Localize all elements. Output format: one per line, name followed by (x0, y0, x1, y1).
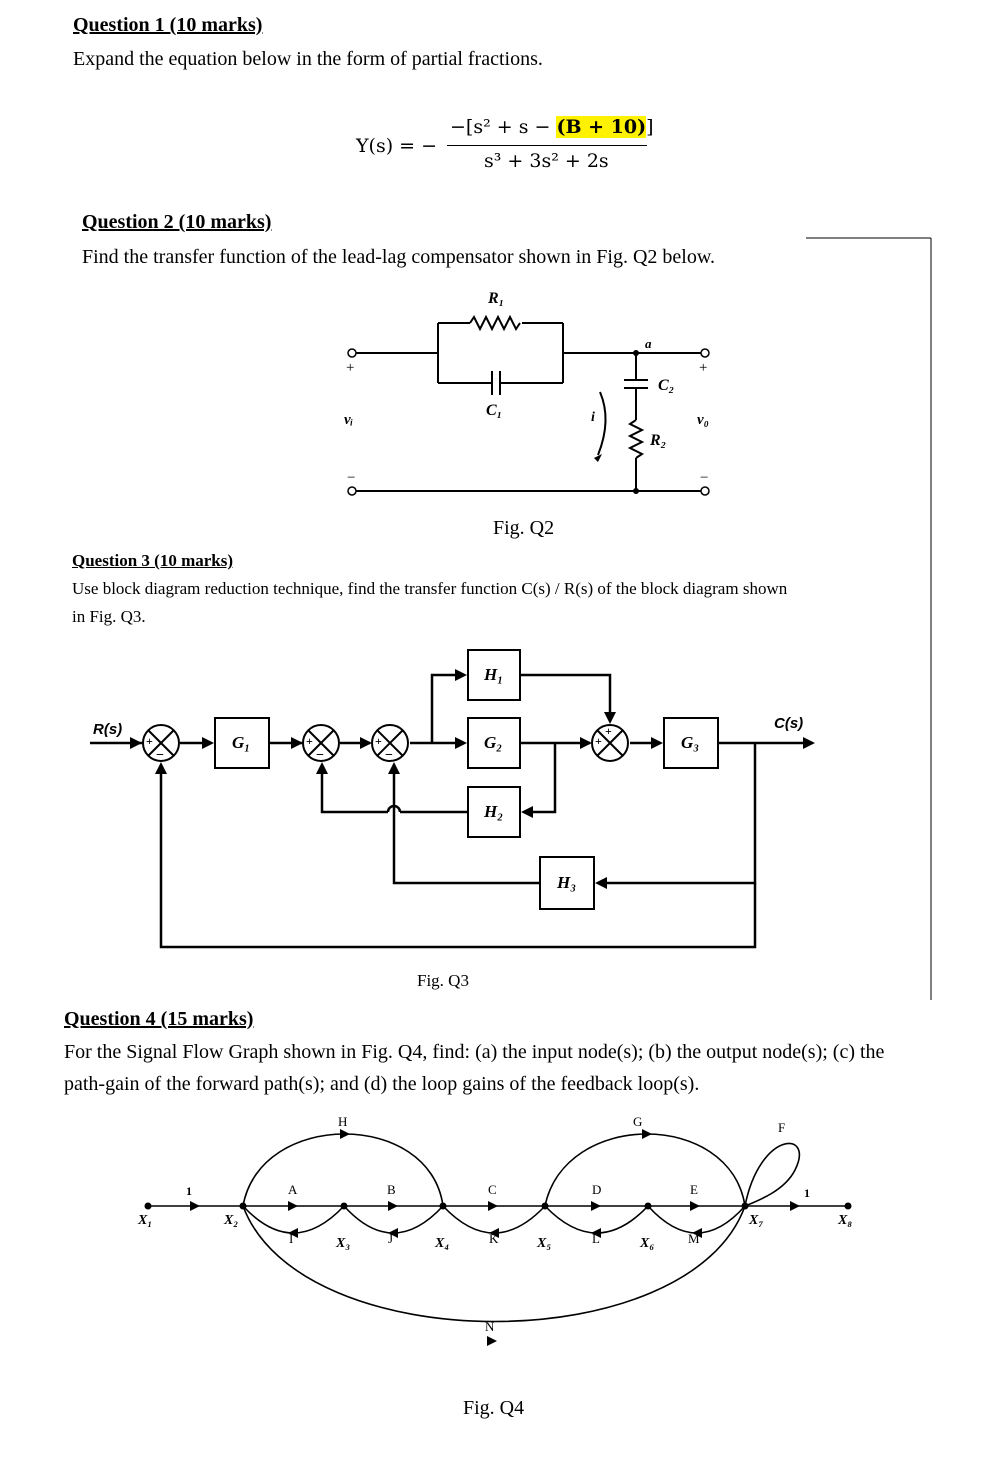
label-a: a (645, 336, 652, 351)
q3-title: Question 3 (10 marks) (72, 551, 234, 570)
eq-num-highlight: (B + 10) (556, 116, 647, 138)
gain-1-output: 1 (804, 1186, 810, 1200)
node-x5: X₅ (537, 1236, 552, 1251)
label-vo: v₀ (697, 412, 709, 428)
q4-title: Question 4 (15 marks) (64, 1008, 254, 1030)
gain-h: H (338, 1114, 348, 1129)
q4-body-line2: path-gain of the forward path(s); and (d… (64, 1073, 700, 1095)
node-x3: X₃ (336, 1236, 351, 1251)
sum1-plus: + (146, 734, 153, 748)
label-r1: R₁ (488, 290, 505, 307)
block-g3: G₃ (681, 733, 700, 752)
fig-q3-caption: Fig. Q3 (417, 971, 469, 990)
node-x4: X₄ (435, 1236, 450, 1251)
label-r2: R₂ (650, 432, 667, 449)
gain-m: M (688, 1231, 700, 1246)
label-minus-right: − (700, 470, 709, 486)
gain-c: C (488, 1182, 497, 1197)
label-i: i (591, 410, 595, 425)
label-c2: C₂ (658, 377, 675, 394)
fig-q2-caption: Fig. Q2 (493, 517, 555, 539)
q3-body-line1: Use block diagram reduction technique, f… (72, 579, 788, 598)
label-vi: vᵢ (344, 412, 354, 428)
q3-body-line2: in Fig. Q3. (72, 607, 146, 626)
eq-numerator: −[s² + s − (B + 10)] (450, 116, 654, 138)
label-plus-right: + (699, 360, 708, 376)
block-h2: H₂ (484, 802, 504, 821)
eq-num-post: ] (646, 116, 654, 138)
eq-fraction-bar (447, 145, 647, 146)
node-x2: X₂ (224, 1213, 239, 1228)
gain-k: K (489, 1231, 499, 1246)
q2-body: Find the transfer function of the lead-l… (82, 246, 716, 268)
label-c1: C₁ (486, 402, 503, 419)
gain-d: D (592, 1182, 602, 1197)
gain-l: L (592, 1231, 600, 1246)
gain-j: J (388, 1231, 394, 1246)
q2-title: Question 2 (10 marks) (82, 211, 272, 233)
gain-a: A (288, 1182, 298, 1197)
fig-q4-caption: Fig. Q4 (463, 1397, 525, 1419)
sum1-minus: − (156, 748, 164, 763)
gain-b: B (387, 1182, 396, 1197)
q1-title: Question 1 (10 marks) (73, 14, 263, 36)
sum4-plus: + (595, 734, 602, 748)
gain-g: G (633, 1114, 643, 1129)
eq-lhs: Y(s) = − (356, 135, 438, 157)
sum2-minus: − (316, 748, 324, 763)
node-x7: X₇ (749, 1213, 764, 1228)
gain-1-input: 1 (186, 1184, 192, 1198)
eq-denominator: s³ + 3s² + 2s (484, 150, 609, 172)
sum4-plus-top: + (605, 724, 612, 738)
gain-n: N (485, 1319, 495, 1334)
label-rs: R(s) (93, 721, 123, 738)
block-g1: G₁ (232, 733, 251, 752)
block-h1: H₁ (484, 665, 504, 684)
gain-i: I (289, 1231, 294, 1246)
sum3-plus: + (375, 734, 382, 748)
q1-body: Expand the equation below in the form of… (73, 48, 543, 70)
sum2-plus: + (306, 734, 313, 748)
label-cs: C(s) (774, 715, 804, 732)
q4-body-line1: For the Signal Flow Graph shown in Fig. … (64, 1041, 885, 1063)
block-h3: H₃ (557, 873, 577, 892)
label-minus-left: − (347, 470, 356, 486)
label-plus-left: + (346, 360, 355, 376)
eq-num-pre: −[s² + s − (450, 116, 557, 138)
gain-e: E (690, 1182, 698, 1197)
sum3-minus: − (385, 748, 393, 763)
node-x8: X₈ (838, 1213, 853, 1228)
node-x6: X₆ (640, 1236, 655, 1251)
block-g2: G₂ (484, 733, 503, 752)
gain-f: F (778, 1120, 786, 1135)
node-x1: X₁ (138, 1213, 153, 1228)
